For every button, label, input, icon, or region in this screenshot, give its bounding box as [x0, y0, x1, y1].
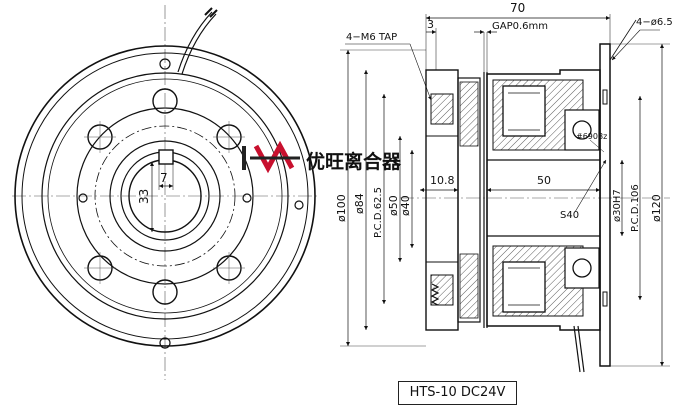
flange-thickness-label: 3 — [427, 18, 434, 31]
dim-dia-30h7: ø30H7 — [612, 189, 623, 222]
bore-depth-label: 33 — [137, 189, 151, 204]
front-view — [12, 5, 320, 380]
dim-dia-50: ø50 — [387, 195, 400, 216]
company-name: 优旺离合器 — [306, 150, 402, 173]
s40-label: S40 — [560, 210, 579, 221]
hac-logo: 优旺离合器 — [242, 140, 402, 174]
length-10-8-label: 10.8 — [430, 174, 455, 187]
model-label: HTS-10 DC24V — [398, 381, 517, 405]
mount-holes-label: 4−ø6.5 — [636, 17, 673, 28]
tap-label: 4−M6 TAP — [346, 32, 397, 43]
dim-dia-100: ø100 — [335, 194, 348, 222]
length-50-label: 50 — [537, 174, 551, 187]
bearing-label: #6908z — [576, 132, 607, 141]
overall-length-label: 70 — [510, 1, 525, 15]
dim-dia-84: ø84 — [353, 193, 366, 214]
dim-pcd-106: P.C.D.106 — [630, 184, 641, 232]
gap-label: GAP0.6mm — [492, 21, 548, 32]
keyway-width-label: 7 — [160, 171, 168, 185]
side-dimensions — [340, 14, 670, 367]
dim-dia-120: ø120 — [650, 194, 663, 222]
side-view — [400, 19, 670, 373]
dim-dia-40: ø40 — [399, 195, 412, 216]
dim-pcd-62-5: P.C.D.62.5 — [373, 187, 384, 238]
